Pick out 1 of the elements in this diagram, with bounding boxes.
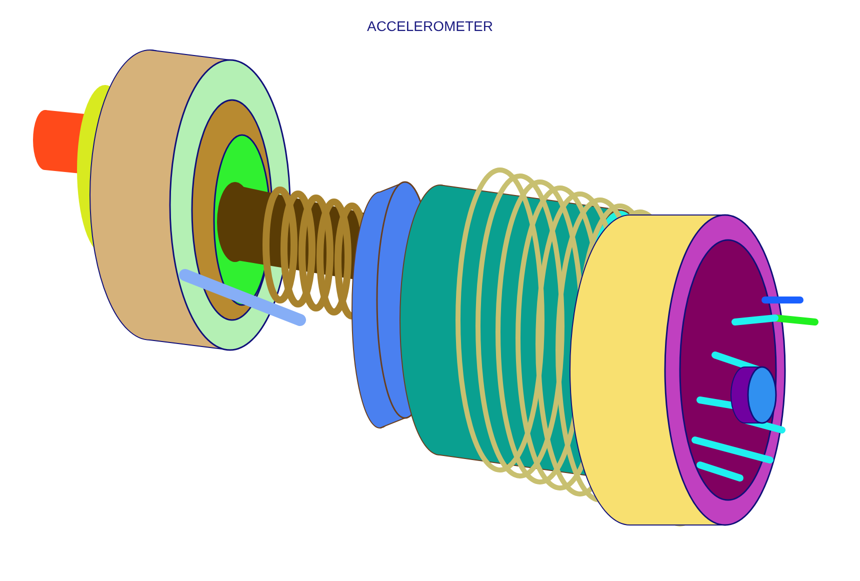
diagram-title: ACCELEROMETER [366, 18, 494, 34]
